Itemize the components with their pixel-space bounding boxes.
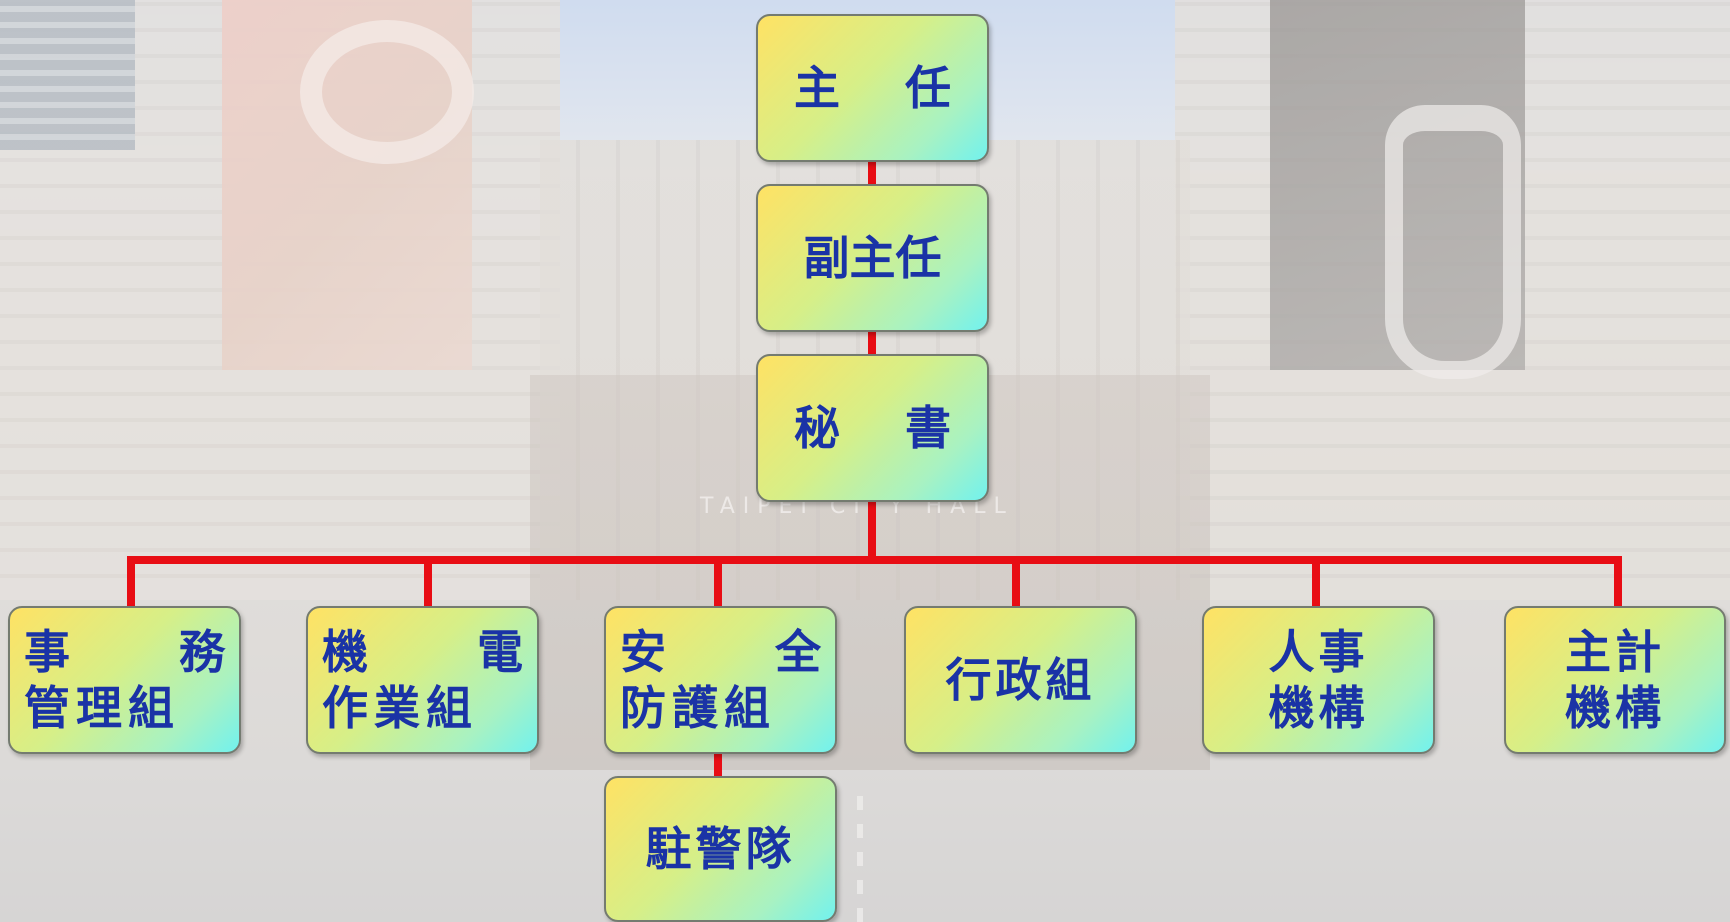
node-security-protection-char-1: 安 (620, 625, 666, 679)
node-deputy-director-label: 副主任 (803, 231, 942, 285)
node-electromechanical-line-2: 作業組 (322, 681, 478, 735)
node-personnel-line-2: 機構 (1268, 681, 1369, 735)
node-police-unit: 駐警隊 (604, 776, 837, 922)
node-police-unit-label: 駐警隊 (645, 822, 796, 876)
node-secretary-char-1: 秘 (794, 401, 840, 455)
node-general-affairs-char-2: 務 (179, 625, 225, 679)
node-administration-division: 行政組 (904, 606, 1137, 754)
node-director-char-1: 主 (794, 61, 840, 115)
node-administration-label: 行政組 (945, 653, 1096, 707)
node-director-char-2: 任 (905, 61, 951, 115)
node-electromechanical-division: 機 電 作業組 (306, 606, 539, 754)
node-secretary-char-2: 書 (905, 401, 951, 455)
node-personnel-line-1: 人事 (1268, 625, 1369, 679)
background-road (0, 770, 1730, 922)
background-road-marking (857, 790, 863, 922)
background-left-glass (0, 0, 135, 150)
node-accounting-line-2: 機構 (1565, 681, 1665, 735)
node-general-affairs-line-2: 管理組 (24, 681, 180, 735)
node-secretary: 秘 書 (756, 354, 989, 502)
node-director: 主 任 (756, 14, 989, 162)
node-deputy-director: 副主任 (756, 184, 989, 332)
node-general-affairs-char-1: 事 (24, 625, 70, 679)
node-security-protection-char-2: 全 (775, 625, 821, 679)
node-accounting-line-1: 主計 (1565, 625, 1665, 679)
node-security-protection-division: 安 全 防護組 (604, 606, 837, 754)
node-electromechanical-char-1: 機 (322, 625, 368, 679)
node-security-protection-line-2: 防護組 (620, 681, 776, 735)
node-general-affairs-division: 事 務 管理組 (8, 606, 241, 754)
node-personnel-office: 人事 機構 (1202, 606, 1435, 754)
node-electromechanical-char-2: 電 (477, 625, 523, 679)
node-accounting-office: 主計 機構 (1504, 606, 1726, 754)
